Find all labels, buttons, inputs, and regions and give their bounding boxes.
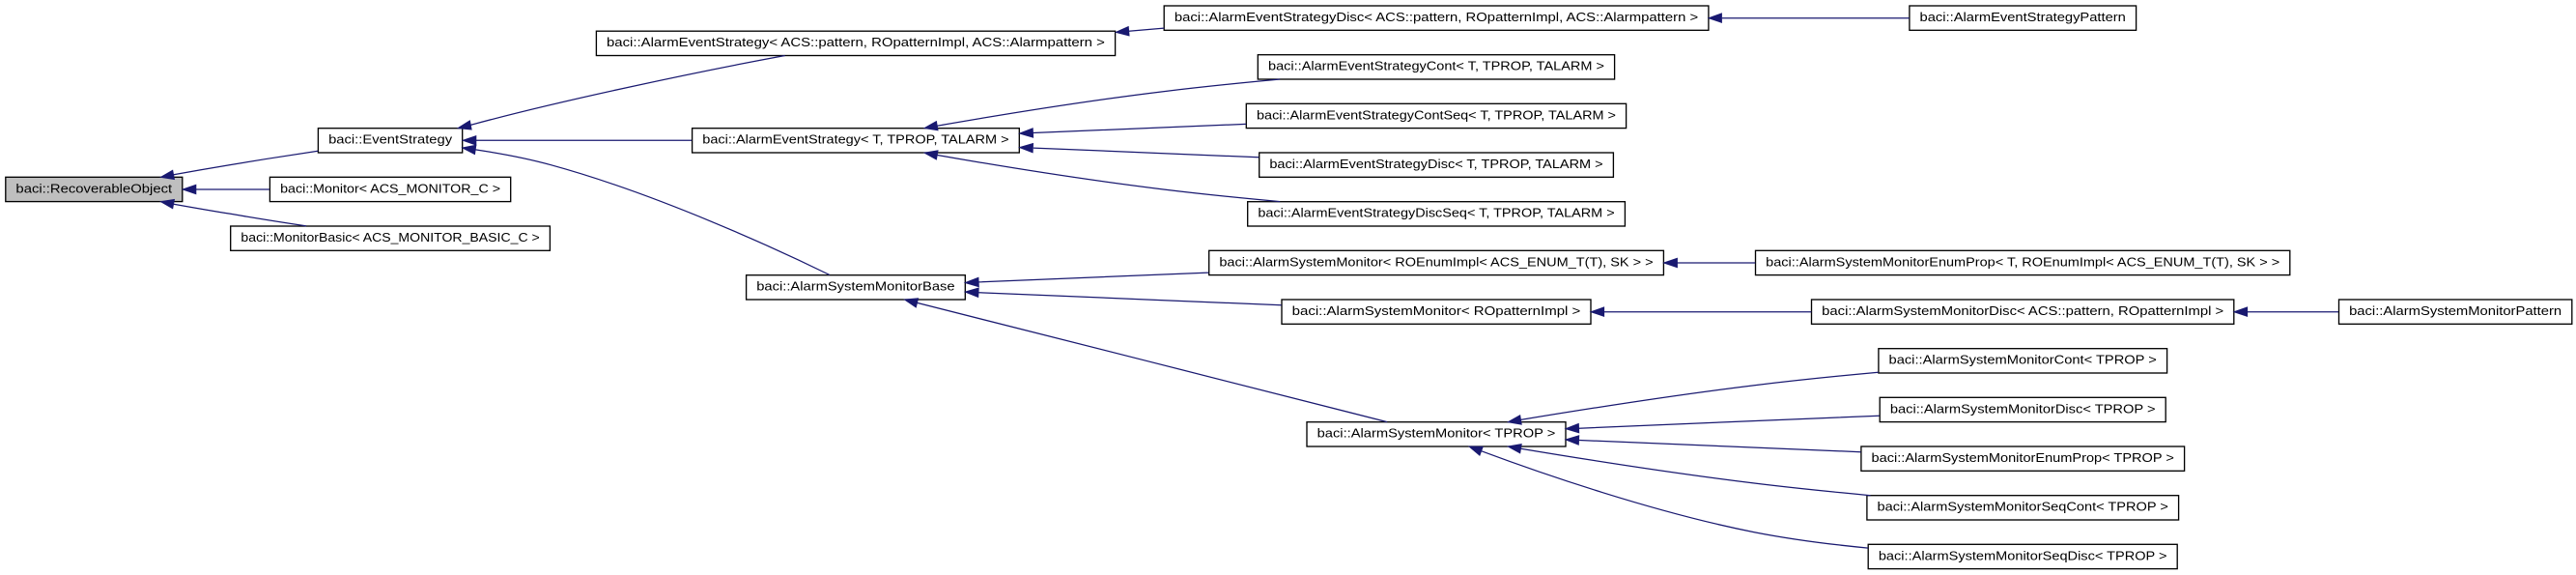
svg-text:baci::AlarmSystemMonitorEnumPr: baci::AlarmSystemMonitorEnumProp< T, ROE… [1766,254,2279,269]
svg-text:baci::MonitorBasic< ACS_MONITO: baci::MonitorBasic< ACS_MONITOR_BASIC_C … [241,230,540,244]
svg-text:baci::AlarmEventStrategy< ACS:: baci::AlarmEventStrategy< ACS::pattern, … [607,35,1105,49]
svg-text:baci::AlarmEventStrategy< T, T: baci::AlarmEventStrategy< T, TPROP, TALA… [702,132,1009,147]
svg-text:baci::AlarmSystemMonitorEnumPr: baci::AlarmSystemMonitorEnumProp< TPROP … [1872,450,2175,465]
svg-text:baci::AlarmEventStrategyContSe: baci::AlarmEventStrategyContSeq< T, TPRO… [1257,107,1616,122]
svg-text:baci::AlarmEventStrategyCont<: baci::AlarmEventStrategyCont< T, TPROP, … [1268,59,1604,73]
svg-text:baci::AlarmEventStrategyDiscSe: baci::AlarmEventStrategyDiscSeq< T, TPRO… [1258,206,1615,220]
svg-text:baci::EventStrategy: baci::EventStrategy [328,132,452,147]
svg-text:baci::AlarmEventStrategyDisc<: baci::AlarmEventStrategyDisc< ACS::patte… [1175,10,1699,24]
svg-text:baci::AlarmSystemMonitorSeqDis: baci::AlarmSystemMonitorSeqDisc< TPROP > [1879,548,2167,562]
svg-text:baci::AlarmSystemMonitor< ROEn: baci::AlarmSystemMonitor< ROEnumImpl< AC… [1219,254,1654,269]
svg-text:baci::AlarmEventStrategyDisc<: baci::AlarmEventStrategyDisc< T, TPROP, … [1269,157,1603,171]
svg-text:baci::AlarmSystemMonitorDisc<: baci::AlarmSystemMonitorDisc< ACS::patte… [1822,303,2223,318]
svg-text:baci::Monitor< ACS_MONITOR_C >: baci::Monitor< ACS_MONITOR_C > [280,181,500,195]
svg-text:baci::AlarmSystemMonitorDisc<: baci::AlarmSystemMonitorDisc< TPROP > [1890,401,2156,416]
svg-text:baci::AlarmSystemMonitorPatter: baci::AlarmSystemMonitorPattern [2349,303,2562,318]
svg-text:baci::AlarmSystemMonitorSeqCon: baci::AlarmSystemMonitorSeqCont< TPROP > [1878,500,2169,514]
svg-text:baci::AlarmSystemMonitorCont<: baci::AlarmSystemMonitorCont< TPROP > [1889,353,2158,367]
svg-text:baci::AlarmEventStrategyPatter: baci::AlarmEventStrategyPattern [1920,10,2126,24]
svg-text:baci::AlarmSystemMonitorBase: baci::AlarmSystemMonitorBase [756,279,954,294]
svg-text:baci::AlarmSystemMonitor< TPRO: baci::AlarmSystemMonitor< TPROP > [1317,426,1556,441]
svg-text:baci::AlarmSystemMonitor< ROpa: baci::AlarmSystemMonitor< ROpatternImpl … [1292,303,1581,318]
svg-text:baci::RecoverableObject: baci::RecoverableObject [15,181,172,195]
